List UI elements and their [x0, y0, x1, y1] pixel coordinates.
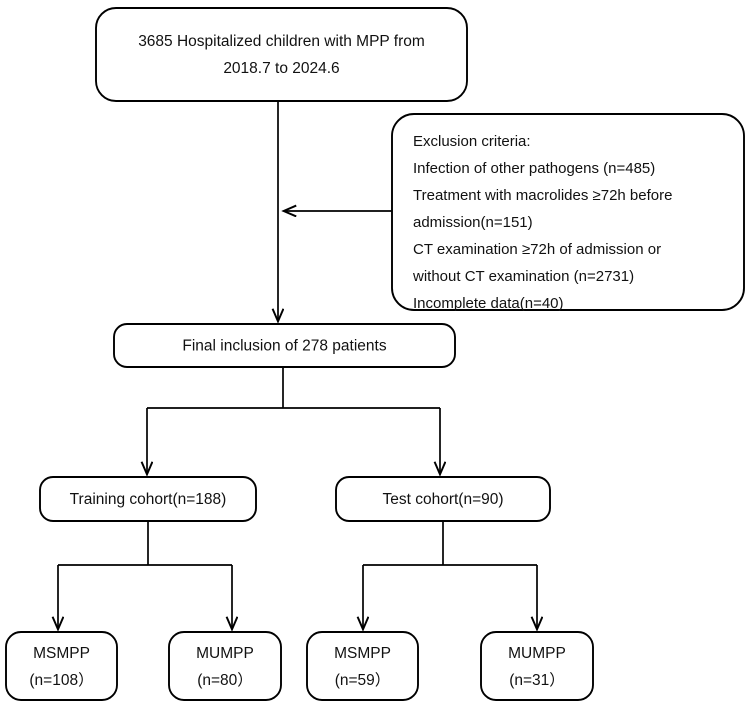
exclusion-line-6: without CT examination (n=2731)	[412, 268, 634, 285]
exclusion-line-2: Infection of other pathogens (n=485)	[413, 160, 655, 177]
source-cohort-node: 3685 Hospitalized children with MPP from…	[95, 7, 468, 102]
exclusion-line-3: Treatment with macrolides ≥72h before	[413, 187, 672, 204]
training-cohort-box	[39, 476, 257, 522]
test-msmpp-box	[306, 631, 419, 701]
exclusion-line-4: admission(n=151)	[413, 214, 533, 231]
source-cohort-box	[95, 7, 468, 102]
test-msmpp-node: MSMPP (n=59）	[306, 631, 419, 701]
training-mumpp-node: MUMPP (n=80）	[168, 631, 282, 701]
training-mumpp-box	[168, 631, 282, 701]
test-mumpp-count: (n=31）	[509, 672, 565, 689]
source-cohort-line-1: 3685 Hospitalized children with MPP from	[138, 33, 425, 50]
test-cohort-label: Test cohort(n=90)	[382, 491, 503, 508]
final-inclusion-node: Final inclusion of 278 patients	[113, 323, 456, 368]
training-msmpp-node: MSMPP (n=108）	[5, 631, 118, 701]
test-cohort-box	[335, 476, 551, 522]
test-msmpp-label: MSMPP	[334, 645, 391, 662]
training-mumpp-count: (n=80）	[197, 672, 253, 689]
training-msmpp-count: (n=108）	[29, 672, 93, 689]
exclusion-criteria-node: Exclusion criteria: Infection of other p…	[391, 113, 745, 312]
test-mumpp-box	[480, 631, 594, 701]
training-cohort-node: Training cohort(n=188)	[39, 476, 257, 522]
test-cohort-node: Test cohort(n=90)	[335, 476, 551, 522]
training-msmpp-box	[5, 631, 118, 701]
training-cohort-label: Training cohort(n=188)	[70, 491, 227, 508]
test-msmpp-count: (n=59）	[335, 672, 391, 689]
exclusion-criteria-box	[391, 113, 745, 311]
exclusion-line-5: CT examination ≥72h of admission or	[413, 241, 661, 258]
training-msmpp-label: MSMPP	[33, 645, 90, 662]
training-mumpp-label: MUMPP	[196, 645, 254, 662]
final-inclusion-label: Final inclusion of 278 patients	[182, 338, 386, 355]
source-cohort-line-2: 2018.7 to 2024.6	[223, 60, 339, 77]
final-inclusion-box	[113, 323, 456, 368]
exclusion-line-1: Exclusion criteria:	[413, 133, 531, 150]
test-mumpp-node: MUMPP (n=31）	[480, 631, 594, 701]
exclusion-line-7: Incomplete data(n=40)	[413, 295, 564, 312]
test-mumpp-label: MUMPP	[508, 645, 566, 662]
